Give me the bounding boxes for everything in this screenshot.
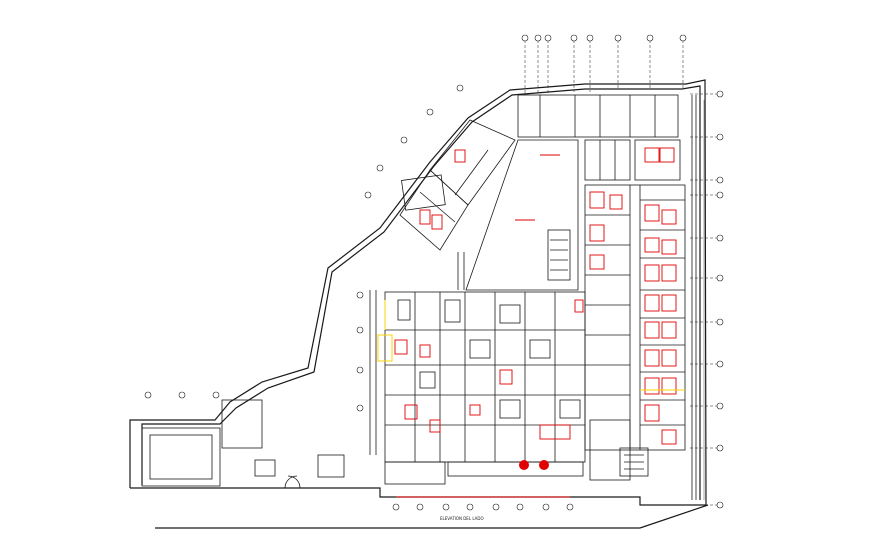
- building-outline: [129, 79, 709, 529]
- east-ward: [584, 95, 697, 500]
- grid-axes: [524, 40, 718, 506]
- stair-hatch: [699, 100, 705, 500]
- furniture-marks: [394, 147, 677, 498]
- grid-bubbles: [144, 34, 724, 511]
- drawing-caption: ELEVATION DEL LADO: [440, 516, 484, 521]
- fixture-dots: [519, 460, 549, 470]
- north-block: [517, 94, 681, 181]
- accent-marks: [377, 300, 685, 391]
- diagonal-wing: [399, 119, 516, 290]
- west-annex: [141, 290, 377, 489]
- courtyard: [465, 139, 579, 291]
- central-block: [384, 291, 649, 485]
